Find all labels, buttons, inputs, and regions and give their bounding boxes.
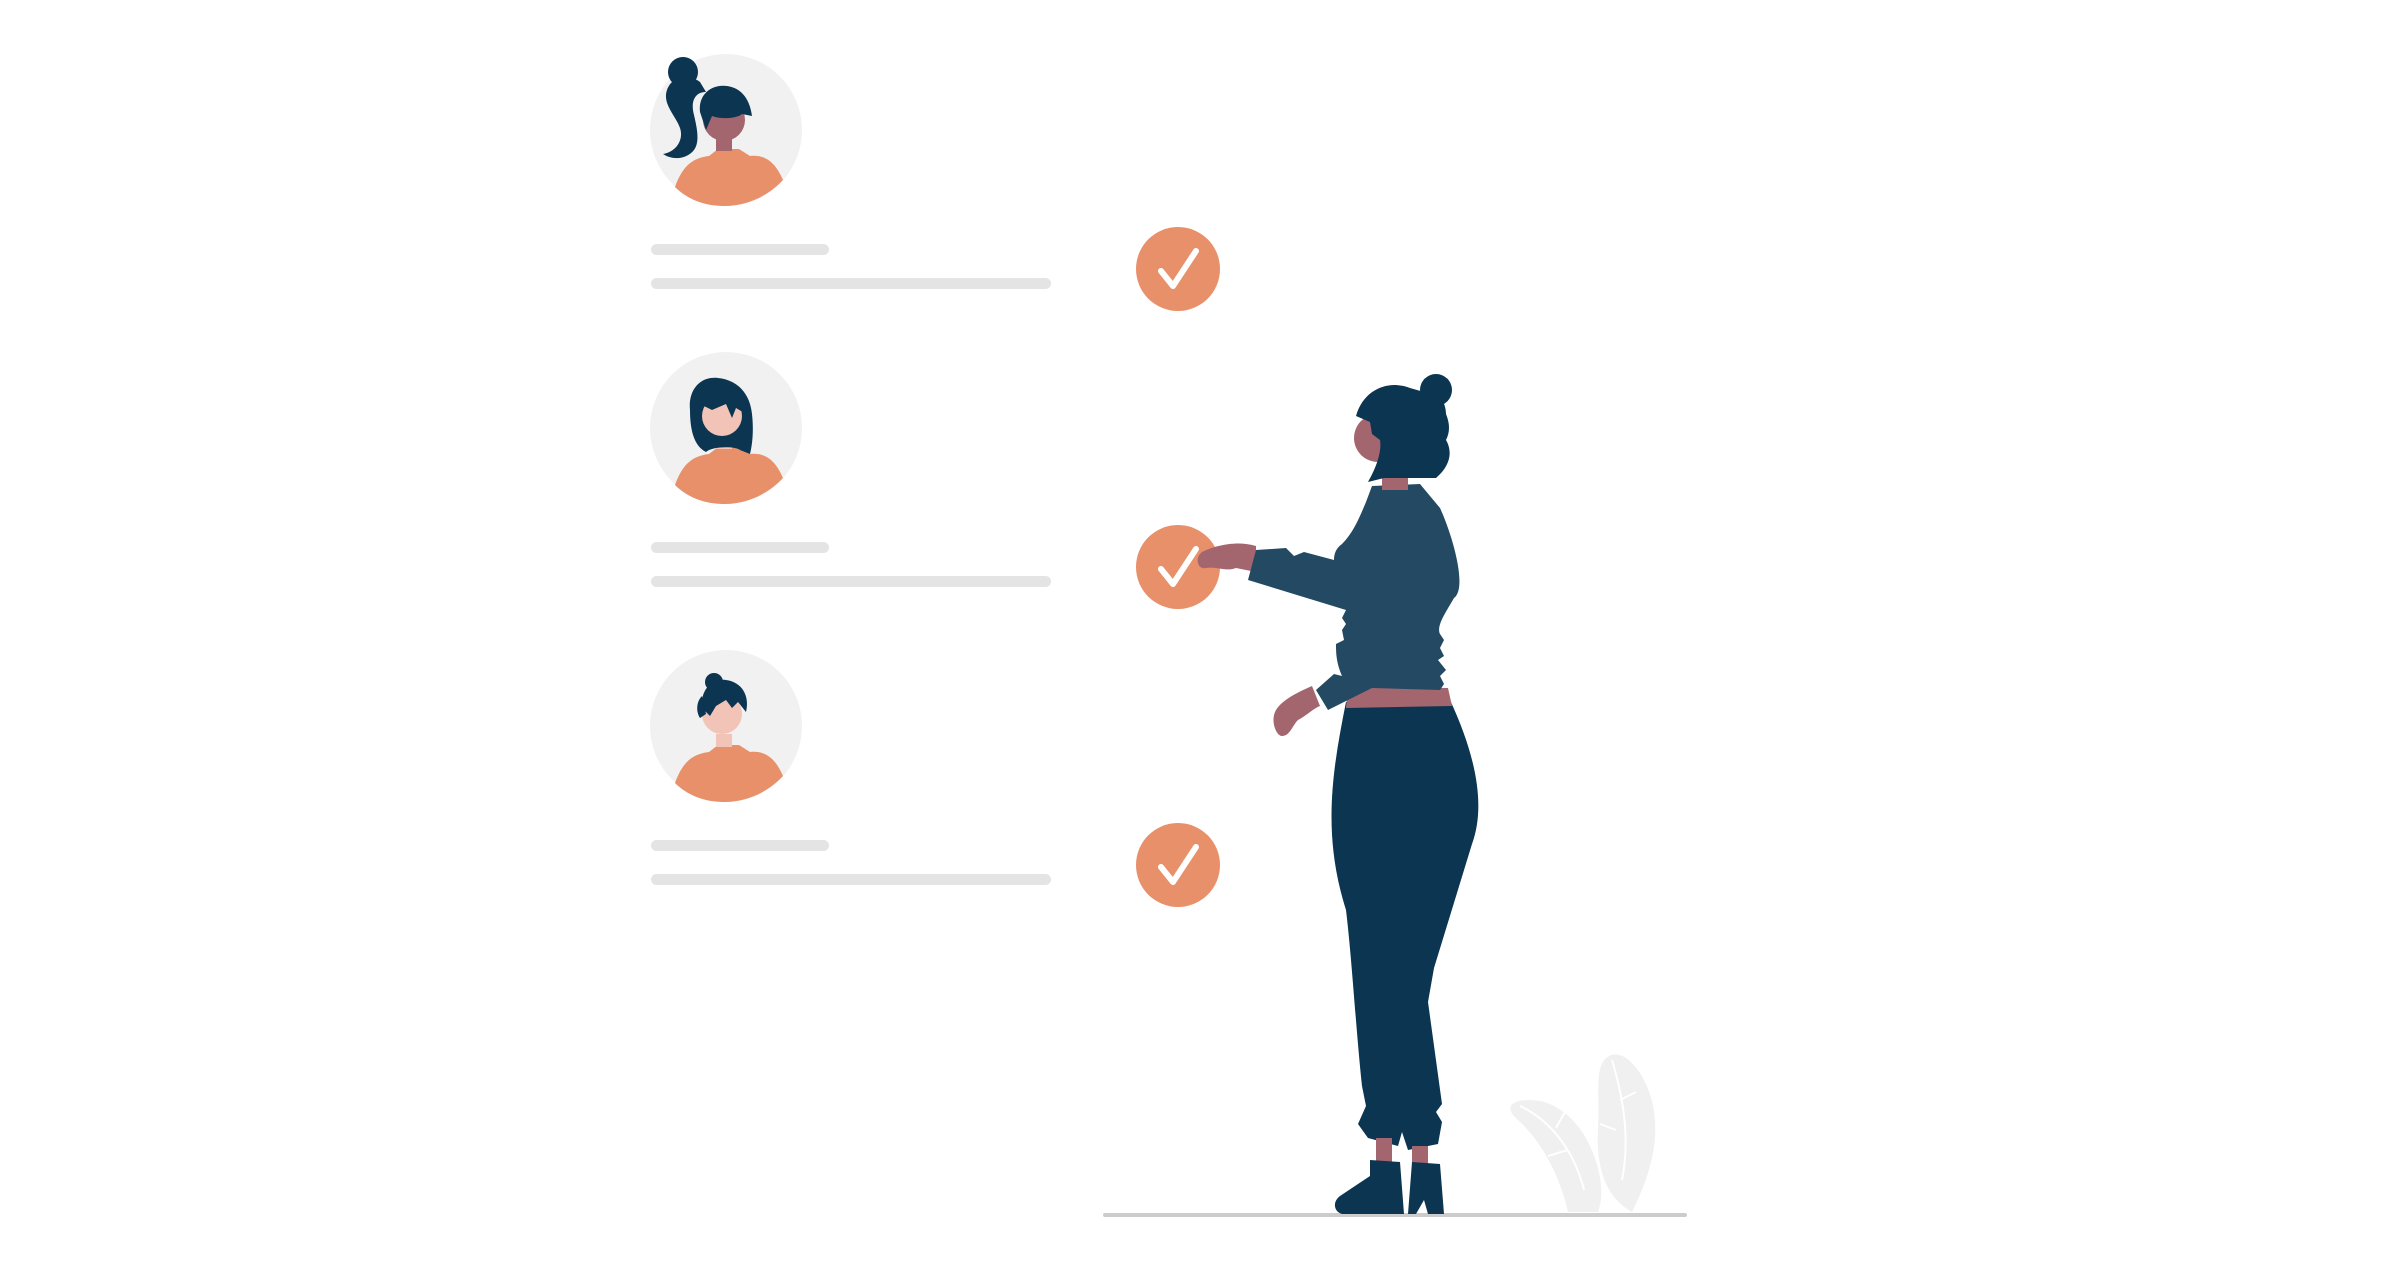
avatar-1-hair-bun — [668, 57, 698, 87]
list-item-3 — [650, 650, 1220, 907]
avatar-1-neck — [716, 138, 732, 151]
avatar-3 — [650, 650, 802, 802]
plant-stem-lines — [1519, 1059, 1637, 1191]
woman-sweater — [1248, 484, 1460, 710]
avatar-1 — [650, 54, 802, 206]
woman-hair-bun — [1420, 374, 1452, 406]
avatar-2-shirt — [675, 447, 783, 504]
woman-waist — [1346, 686, 1452, 708]
standing-woman — [1197, 374, 1479, 1214]
check-circle-icon[interactable] — [1136, 525, 1220, 609]
plant-icon — [1510, 1054, 1656, 1212]
woman-left-ankle — [1376, 1138, 1392, 1162]
avatar-3-sideburn — [697, 696, 706, 718]
woman-right-ankle — [1412, 1146, 1428, 1164]
list-item-2-title-placeholder — [651, 542, 829, 553]
floor-line — [1103, 1213, 1687, 1217]
woman-raised-hand — [1197, 543, 1256, 572]
avatar-3-neck — [716, 734, 732, 747]
list-item-1-subtitle-placeholder — [651, 278, 1051, 289]
list-item-1 — [650, 54, 1220, 311]
avatar-1-hair — [699, 85, 752, 130]
woman-right-shoe — [1408, 1162, 1444, 1214]
list-item-3-subtitle-placeholder — [651, 874, 1051, 885]
list-item-2 — [650, 352, 1220, 609]
check-circle-icon[interactable] — [1136, 823, 1220, 907]
woman-left-shoe — [1334, 1160, 1404, 1214]
woman-pants — [1331, 700, 1479, 1150]
plant-leaf-left — [1510, 1100, 1602, 1212]
list-item-1-title-placeholder — [651, 244, 829, 255]
avatar-2-bangs — [700, 384, 747, 418]
avatar-3-shirt — [675, 745, 783, 802]
list-item-2-subtitle-placeholder — [651, 576, 1051, 587]
check-circle-icon[interactable] — [1136, 227, 1220, 311]
list-item-3-title-placeholder — [651, 840, 829, 851]
avatar-3-hair-bun — [705, 673, 723, 691]
avatar-1-shirt — [675, 149, 783, 206]
avatar-1-ponytail — [663, 76, 706, 159]
woman-hair — [1356, 385, 1450, 482]
avatar-2 — [650, 352, 802, 504]
woman-lower-hand — [1273, 686, 1320, 736]
plant-leaf-right — [1597, 1054, 1656, 1212]
